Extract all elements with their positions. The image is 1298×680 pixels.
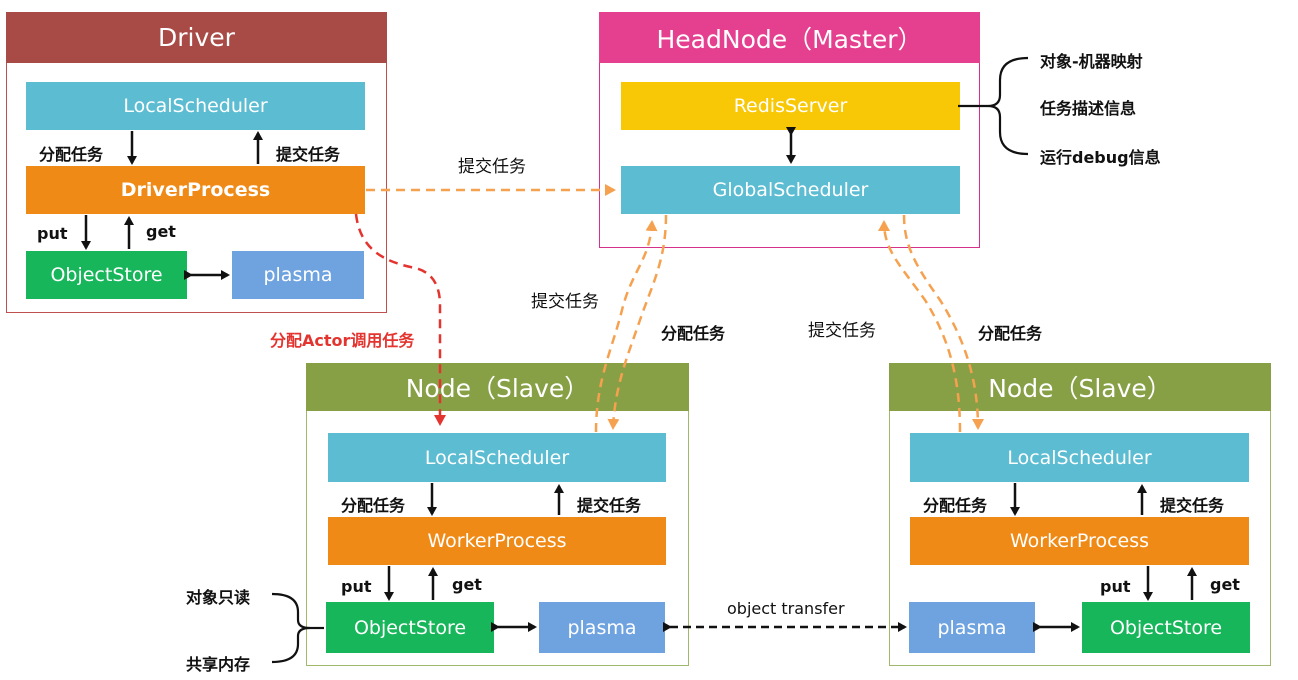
driver-submit-label: 提交任务 <box>276 145 341 164</box>
global-scheduler[interactable]: GlobalScheduler <box>621 166 960 214</box>
flow-label-left-assign: 分配任务 <box>661 324 726 343</box>
driver-local-scheduler[interactable]: LocalScheduler <box>26 82 365 130</box>
driver-object-store[interactable]: ObjectStore <box>26 251 187 299</box>
node-right-assign-label: 分配任务 <box>923 496 988 515</box>
driver-get-label: get <box>146 222 176 241</box>
flow-label-right-submit: 提交任务 <box>808 321 876 341</box>
flow-label-right-assign: 分配任务 <box>978 324 1043 343</box>
flow-label-object-transfer: object transfer <box>727 599 845 618</box>
redis-info-debug: 运行debug信息 <box>1040 148 1161 167</box>
driver-assign-label: 分配任务 <box>39 145 104 164</box>
node-right-put-label: put <box>1100 577 1131 596</box>
flow-label-actor-assign: 分配Actor调用任务 <box>270 331 415 350</box>
node-left-submit-label: 提交任务 <box>577 496 642 515</box>
store-note-brace <box>271 592 311 664</box>
store-note-shared-memory: 共享内存 <box>186 655 251 674</box>
head-node-header: HeadNode（Master） <box>599 12 980 63</box>
driver-header: Driver <box>6 12 387 63</box>
node-right-header: Node（Slave） <box>889 363 1271 411</box>
flow-label-left-submit: 提交任务 <box>531 292 599 312</box>
node-left-put-label: put <box>341 577 372 596</box>
store-note-readonly: 对象只读 <box>186 588 251 607</box>
node-left-worker-process[interactable]: WorkerProcess <box>328 517 666 565</box>
node-right-local-scheduler[interactable]: LocalScheduler <box>910 433 1249 482</box>
node-right-get-label: get <box>1210 575 1240 594</box>
driver-process[interactable]: DriverProcess <box>26 166 365 214</box>
node-left-header: Node（Slave） <box>306 363 689 411</box>
redis-server[interactable]: RedisServer <box>621 82 960 130</box>
node-left-object-store[interactable]: ObjectStore <box>326 602 494 653</box>
node-left-local-scheduler[interactable]: LocalScheduler <box>328 433 666 482</box>
node-right-plasma[interactable]: plasma <box>909 602 1035 653</box>
flow-label-driver-submit: 提交任务 <box>458 157 526 177</box>
driver-put-label: put <box>37 224 68 243</box>
redis-info-object-map: 对象-机器映射 <box>1040 52 1143 71</box>
node-right-submit-label: 提交任务 <box>1160 496 1225 515</box>
driver-plasma[interactable]: plasma <box>232 251 364 299</box>
node-right-worker-process[interactable]: WorkerProcess <box>910 517 1249 565</box>
redis-info-brace <box>987 56 1029 156</box>
redis-info-task-desc: 任务描述信息 <box>1040 99 1137 118</box>
node-left-get-label: get <box>452 575 482 594</box>
node-left-assign-label: 分配任务 <box>341 496 406 515</box>
node-right-object-store[interactable]: ObjectStore <box>1082 602 1250 653</box>
node-left-plasma[interactable]: plasma <box>539 602 665 653</box>
